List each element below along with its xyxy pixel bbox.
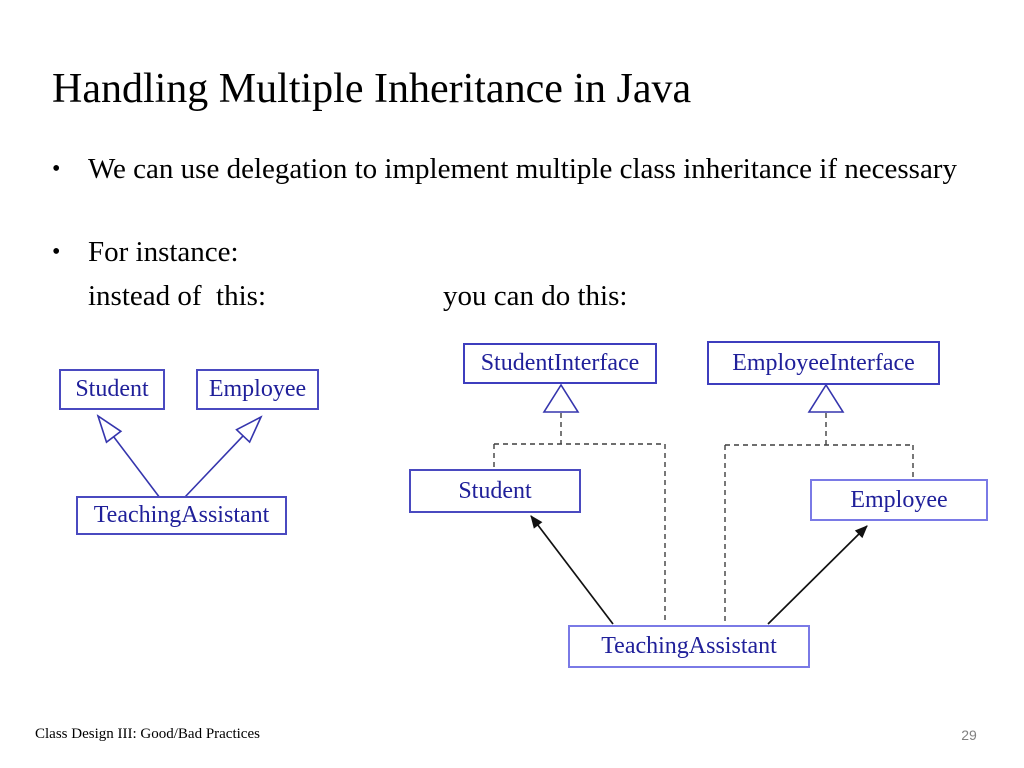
bullet-icon: • bbox=[52, 239, 61, 265]
label-you-can-do-this: you can do this: bbox=[443, 280, 628, 312]
bullet-icon: • bbox=[52, 156, 61, 182]
footer-title: Class Design III: Good/Bad Practices bbox=[35, 726, 260, 742]
class-box-teaching-assistant-before: TeachingAssistant bbox=[76, 496, 287, 535]
page-number: 29 bbox=[961, 727, 977, 743]
delegation-arrow-to-employee bbox=[767, 525, 868, 625]
after-diagram-realization-dashes bbox=[493, 413, 914, 624]
label-instead-of-this: instead of this: bbox=[88, 280, 267, 312]
class-box-teaching-assistant-after: TeachingAssistant bbox=[568, 625, 810, 668]
class-box-employee-before: Employee bbox=[196, 369, 319, 410]
after-diagram-delegation-arrows bbox=[530, 515, 868, 625]
class-box-student-before: Student bbox=[59, 369, 165, 410]
delegation-arrow-to-student bbox=[530, 515, 614, 625]
generalization-arrow-to-student bbox=[98, 416, 161, 499]
realization-dashed-path-student-interface bbox=[493, 413, 666, 624]
generalization-arrow-to-employee bbox=[184, 417, 261, 498]
bullet-item: • For instance: bbox=[52, 233, 982, 271]
bullet-text: We can use delegation to implement multi… bbox=[88, 153, 957, 185]
realization-triangle-employee-interface bbox=[807, 383, 845, 413]
realization-triangle-student-interface bbox=[542, 383, 580, 413]
interface-box-student-interface: StudentInterface bbox=[463, 343, 657, 384]
realization-dashed-path-employee-interface bbox=[724, 413, 914, 624]
interface-box-employee-interface: EmployeeInterface bbox=[707, 341, 940, 385]
bullet-text: For instance: bbox=[88, 236, 239, 268]
after-diagram-realization-triangles bbox=[542, 383, 845, 413]
before-diagram-generalization-lines bbox=[98, 416, 261, 499]
bullet-item: • We can use delegation to implement mul… bbox=[52, 150, 982, 188]
slide-title: Handling Multiple Inheritance in Java bbox=[52, 66, 692, 112]
class-box-employee-after: Employee bbox=[810, 479, 988, 521]
class-box-student-after: Student bbox=[409, 469, 581, 513]
